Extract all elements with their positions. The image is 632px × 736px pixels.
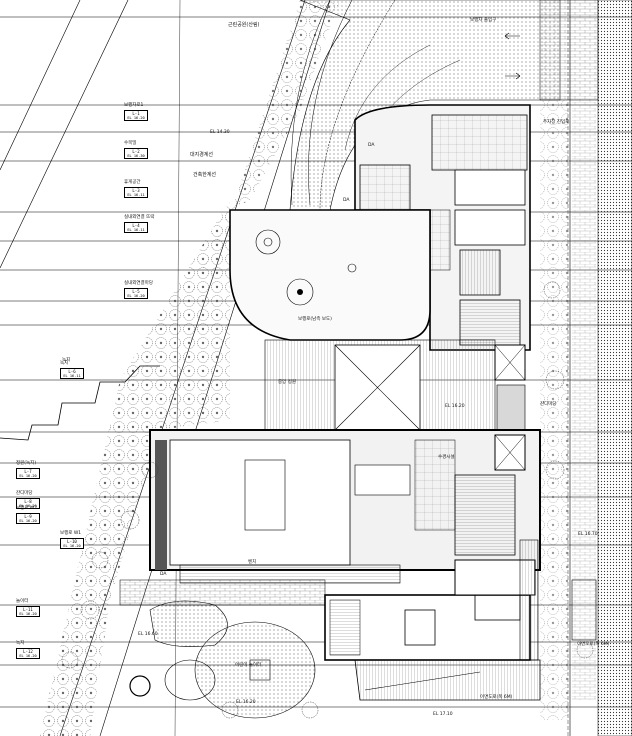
left-tag-title: 휴게공간	[124, 180, 141, 185]
label-el-mid: EL 16.20	[445, 404, 465, 409]
label-pond: 수경시설	[438, 455, 455, 460]
playground-area	[194, 621, 316, 719]
label-da-2: DA	[343, 198, 350, 203]
left-tag-title: 녹지	[16, 641, 25, 646]
label-playground: 어린이 놀이터	[235, 663, 262, 668]
left-tag-title: 보행로 W2	[16, 506, 38, 511]
label-building-line: 건축한계선	[193, 172, 217, 178]
label-el-top: EL 14.30	[210, 130, 230, 135]
label-da-1: DA	[368, 143, 375, 148]
left-tag-elevation: EL 16.20	[16, 612, 40, 617]
left-tag-elevation: EL 16.20	[60, 544, 84, 549]
left-tag-elevation: EL 16.20	[124, 294, 148, 299]
left-tag-title: 정원(녹지)	[16, 461, 37, 466]
label-road-bottom: 이면도로(폭 6M)	[480, 695, 513, 700]
left-tag-elevation: EL 16.20	[16, 474, 40, 479]
label-road-right: 이면도로(폭 6M)	[577, 642, 610, 647]
label-bench: 벤치	[248, 560, 257, 565]
tree-symbols	[61, 281, 594, 719]
label-green: 녹지	[62, 358, 71, 363]
left-tag-elevation: EL 16.11	[60, 374, 84, 379]
label-entrance: 보행자 출입구	[470, 18, 497, 23]
label-central-garden: 중앙 정원	[278, 380, 296, 385]
left-tag-title: 놀이터	[16, 599, 29, 604]
left-tag-title: 보행자로1	[124, 103, 144, 108]
label-site-line: 대지경계선	[190, 152, 214, 158]
left-tag-title: 잔디마당	[16, 491, 33, 496]
left-tag-elevation: EL 16.20	[16, 504, 40, 509]
label-top-park: 근린공원(산림)	[228, 22, 260, 28]
label-el-right: EL 16.70	[578, 532, 598, 537]
left-tag-title: 실내외연결 뜨락	[124, 215, 155, 220]
left-tag-title: 수목밀	[124, 141, 137, 146]
left-tag-title: 녹지	[60, 361, 69, 366]
label-el-lower: EL 16.60	[138, 632, 158, 637]
left-tag-elevation: EL 16.11	[124, 228, 148, 233]
label-da-3: DA	[160, 572, 167, 577]
label-parking: 주차장 진입로	[543, 120, 570, 125]
left-tag-elevation: EL 16.20	[124, 116, 148, 121]
label-walkway: 보행로(남측 보도)	[298, 317, 332, 322]
left-tag-elevation: EL 16.11	[124, 193, 148, 198]
left-tag-elevation: EL 16.30	[124, 154, 148, 159]
left-tag-title: 보행로 W1	[60, 531, 82, 536]
left-tag-elevation: EL 16.20	[16, 654, 40, 659]
label-el-bottom2: EL 17.10	[433, 712, 453, 717]
left-tag-elevation: EL 16.20	[16, 519, 40, 524]
label-el-bottom1: EL 16.20	[236, 700, 256, 705]
label-lawn: 잔디마당	[540, 402, 557, 407]
left-tag-title: 실내외연결마당	[124, 281, 153, 286]
